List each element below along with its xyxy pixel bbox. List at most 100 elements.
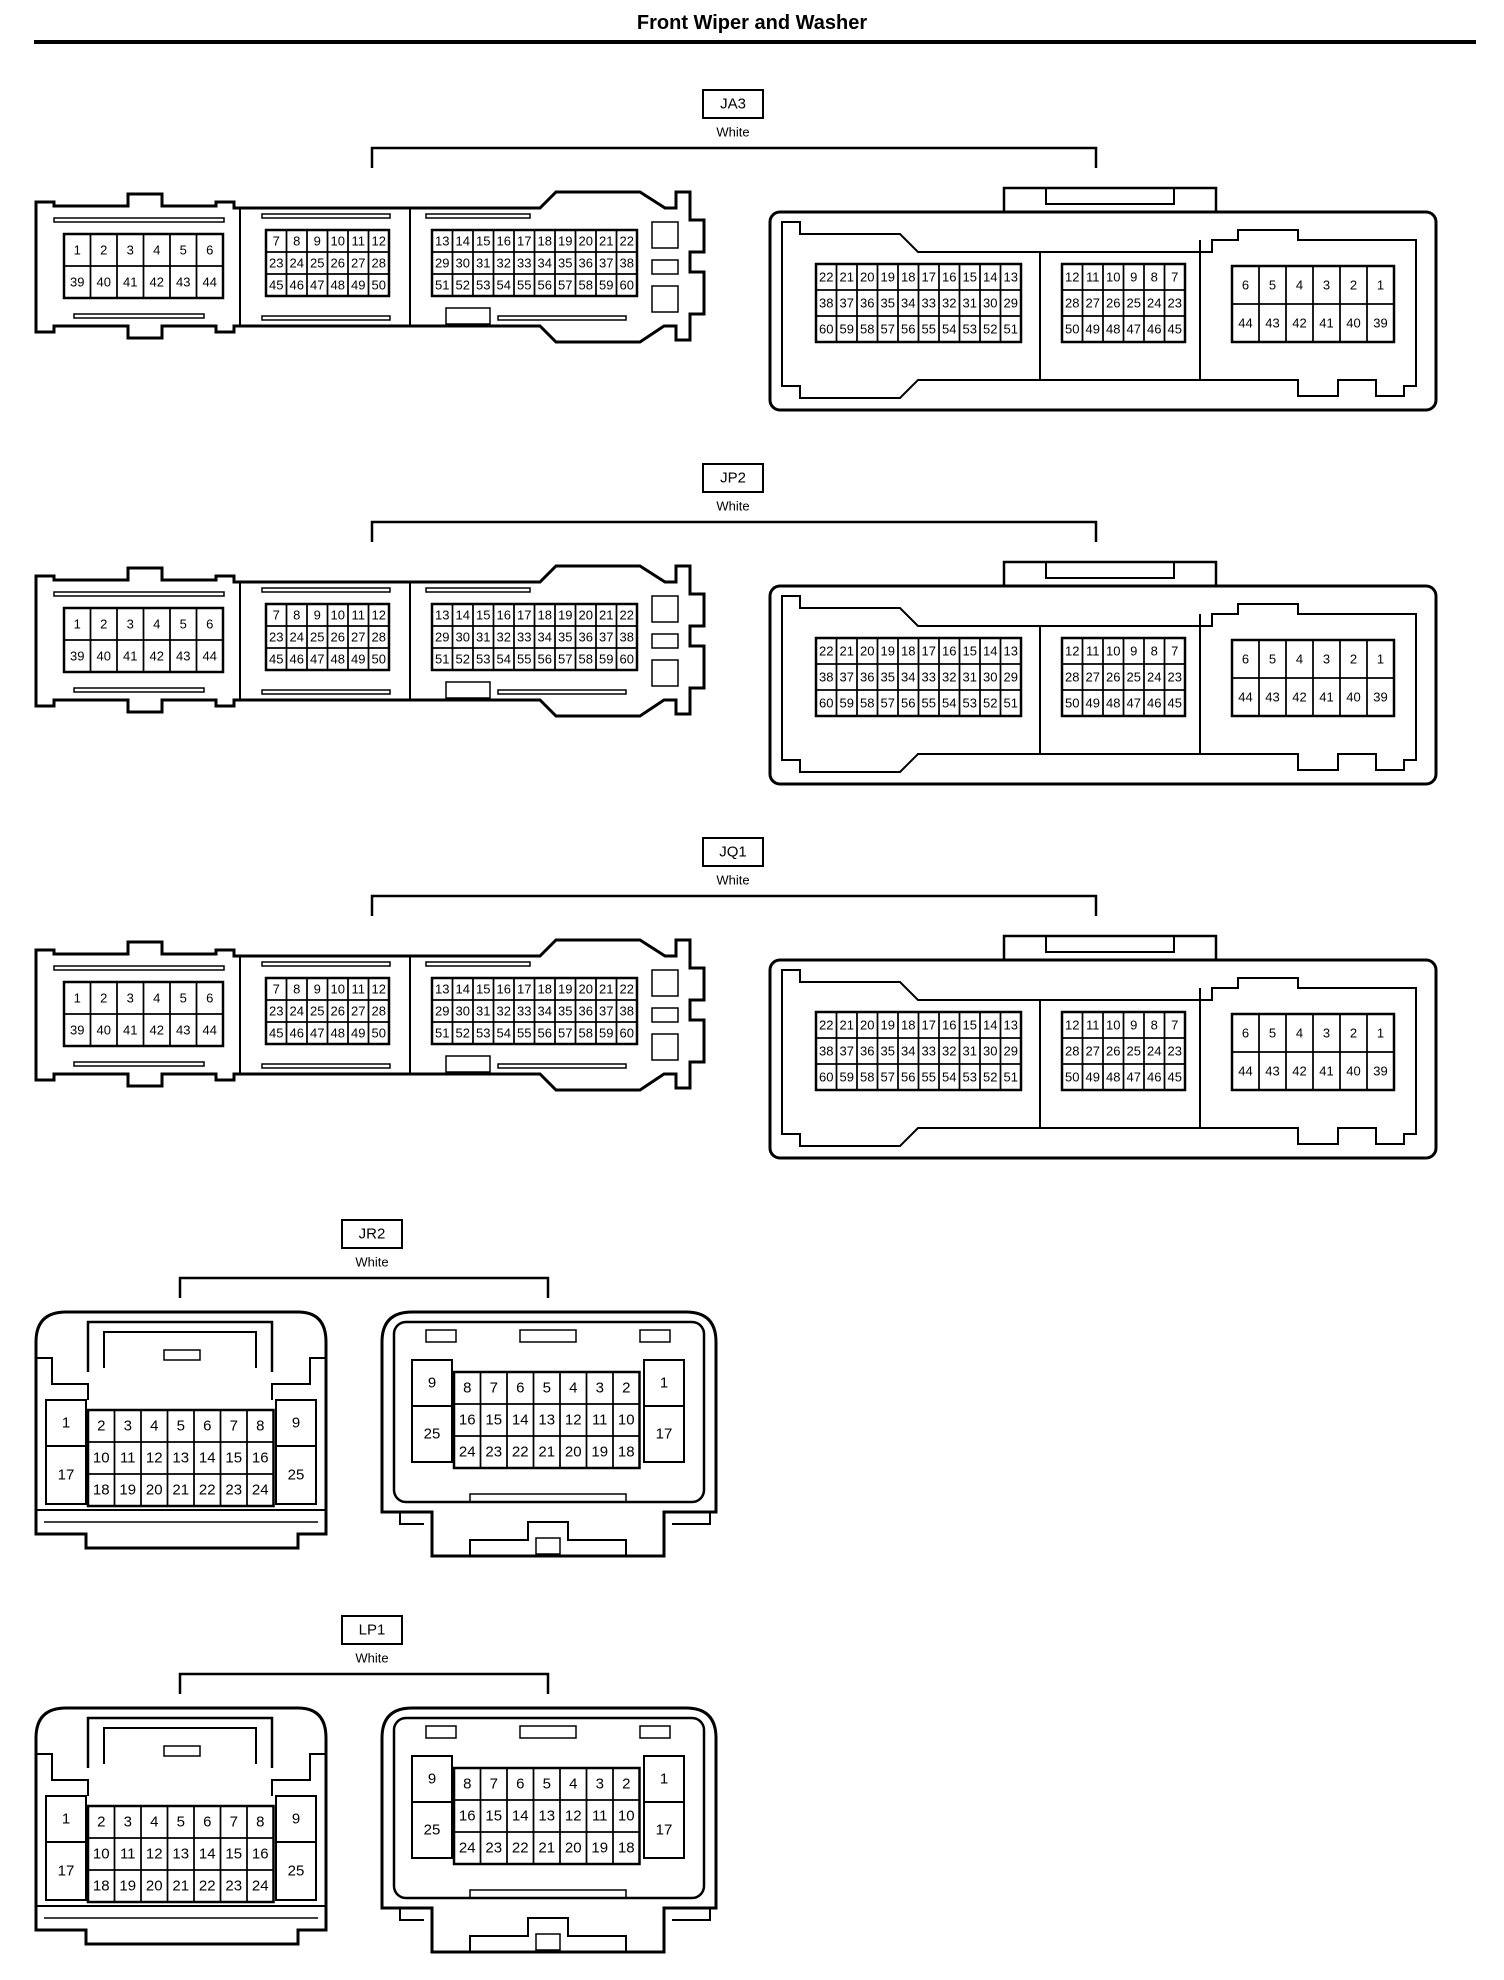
pin-label: 30 [456,630,470,645]
pin-label: 31 [476,630,490,645]
connector-id-box [702,463,764,493]
top-rib [425,587,531,593]
pin-label: 13 [1004,1018,1018,1033]
pin-label: 25 [1127,670,1141,685]
pin-label: 46 [1147,1070,1161,1085]
pin-label: 42 [1292,690,1306,705]
pin-label: 49 [351,1026,365,1041]
pin-label: 48 [1106,696,1120,711]
pin-label: 15 [225,1846,242,1863]
pin-label: 52 [456,278,470,293]
side-pin-cell [411,1801,453,1859]
pin-label: 31 [476,256,490,271]
pin-label: 51 [1004,696,1018,711]
pin-label: 30 [456,256,470,271]
pin-label: 3 [127,617,134,632]
pin-label: 14 [456,608,470,623]
pin-label: 4 [150,1814,158,1831]
pin-label: 1 [74,991,81,1006]
pin-label: 50 [1065,696,1079,711]
pin-block-frame [814,1010,1023,1092]
pin-label: 44 [203,649,217,664]
base-step [672,1512,711,1525]
pin-label: 13 [435,608,449,623]
pin-label: 35 [558,630,572,645]
latch-cover [86,1320,274,1372]
pin-label: 9 [1130,644,1137,659]
pin-label: 42 [1292,1064,1306,1079]
pin-label: 42 [150,649,164,664]
pin-label: 45 [269,1026,283,1041]
pin-label: 57 [881,322,895,337]
pin-label: 36 [579,256,593,271]
bracket-line [370,146,1098,168]
pin-label: 44 [1238,690,1252,705]
pin-label: 7 [1171,270,1178,285]
pin-label: 38 [620,256,634,271]
pin-label: 18 [538,234,552,249]
pin-label: 2 [97,1814,105,1831]
pin-label: 16 [497,982,511,997]
pin-label: 49 [351,652,365,667]
bracket-line [178,1276,550,1298]
pin-label: 60 [620,278,634,293]
pin-label: 8 [293,608,300,623]
pin-label: 28 [1065,296,1079,311]
bottom-rib [497,315,627,321]
pin-label: 27 [1086,1044,1100,1059]
top-rib [261,961,391,967]
pin-label: 29 [1004,296,1018,311]
pin-label: 21 [599,234,613,249]
pin-label: 11 [1086,1018,1100,1033]
base-step [672,1908,711,1921]
pin-label: 17 [58,1467,75,1484]
pin-label: 31 [476,1004,490,1019]
side-pin-cell [45,1841,87,1901]
title-rule [34,40,1476,44]
pin-block-frame [86,1408,275,1508]
pin-label: 16 [942,1018,956,1033]
pin-label: 13 [435,982,449,997]
pin-label: 20 [860,644,874,659]
pin-block-frame [430,228,639,298]
bottom-rib [497,689,627,695]
base-step [399,1908,424,1921]
pin-label: 6 [1242,1026,1249,1041]
pin-label: 45 [1168,1070,1182,1085]
pin-label: 52 [456,652,470,667]
pin-label: 13 [538,1412,555,1429]
pin-label: 13 [172,1450,189,1467]
top-slot [639,1725,671,1739]
pin-label: 2 [100,617,107,632]
pin-label: 59 [599,652,613,667]
pin-label: 59 [840,696,854,711]
pin-label: 38 [819,1044,833,1059]
pin-label: 43 [176,649,190,664]
pin-label: 10 [1106,270,1120,285]
bottom-rib [73,1061,205,1067]
pin-label: 59 [840,322,854,337]
pin-label: 3 [127,243,134,258]
pin-label: 20 [146,1878,163,1895]
pin-label: 55 [517,278,531,293]
pin-label: 45 [1168,322,1182,337]
pin-label: 58 [860,322,874,337]
pin-label: 56 [901,696,915,711]
pin-label: 2 [1350,278,1357,293]
pin-label: 10 [618,1412,635,1429]
key-slot [651,633,679,649]
pin-label: 16 [459,1412,476,1429]
bottom-rib [261,689,391,695]
right-housing-outline [768,958,1438,1160]
pin-label: 60 [819,322,833,337]
pin-label: 20 [565,1444,582,1461]
base-rib [469,1889,627,1899]
pin-label: 39 [70,275,84,290]
pin-label: 28 [372,1004,386,1019]
